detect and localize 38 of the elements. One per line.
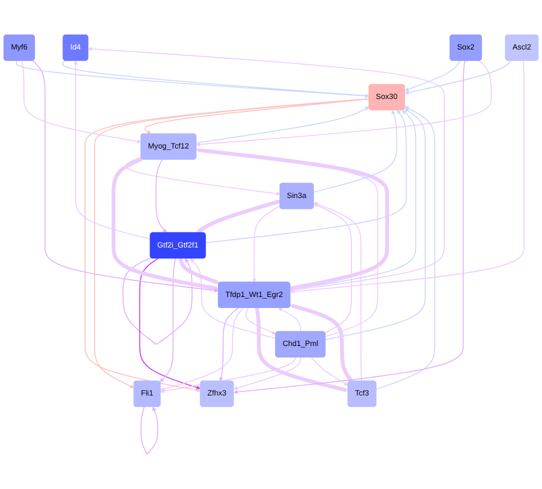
arrow bbox=[254, 308, 348, 392]
arrow bbox=[245, 307, 276, 334]
arrow bbox=[155, 159, 167, 233]
arrow bbox=[160, 258, 176, 382]
arrow bbox=[139, 258, 201, 390]
arrow bbox=[404, 60, 460, 92]
arrow bbox=[313, 110, 398, 192]
arrow bbox=[74, 60, 151, 240]
arrow bbox=[190, 258, 276, 339]
arrow bbox=[278, 308, 302, 332]
arrow bbox=[252, 206, 280, 282]
arrow bbox=[196, 199, 281, 234]
arrow bbox=[122, 257, 193, 345]
arrow bbox=[196, 148, 378, 338]
arrow bbox=[160, 307, 244, 392]
arrow bbox=[314, 202, 362, 382]
arrow bbox=[290, 304, 354, 382]
arrow bbox=[196, 60, 492, 146]
arrow bbox=[290, 60, 524, 294]
arrow bbox=[144, 98, 370, 134]
arrow bbox=[112, 157, 219, 290]
arrow bbox=[126, 156, 280, 196]
arrow bbox=[178, 258, 220, 284]
arrow bbox=[219, 307, 239, 382]
arrow bbox=[196, 148, 390, 290]
arrow bbox=[196, 106, 370, 144]
arrow bbox=[88, 46, 445, 291]
arrow bbox=[310, 356, 348, 386]
arrow bbox=[376, 106, 436, 390]
arrow bbox=[325, 108, 426, 340]
arrow bbox=[21, 60, 142, 144]
arrow bbox=[234, 60, 466, 394]
arrow bbox=[234, 356, 302, 390]
arrow bbox=[404, 60, 512, 95]
arrow bbox=[314, 203, 352, 334]
arrow bbox=[205, 110, 407, 244]
arrow bbox=[32, 60, 219, 292]
arrow bbox=[140, 406, 158, 455]
